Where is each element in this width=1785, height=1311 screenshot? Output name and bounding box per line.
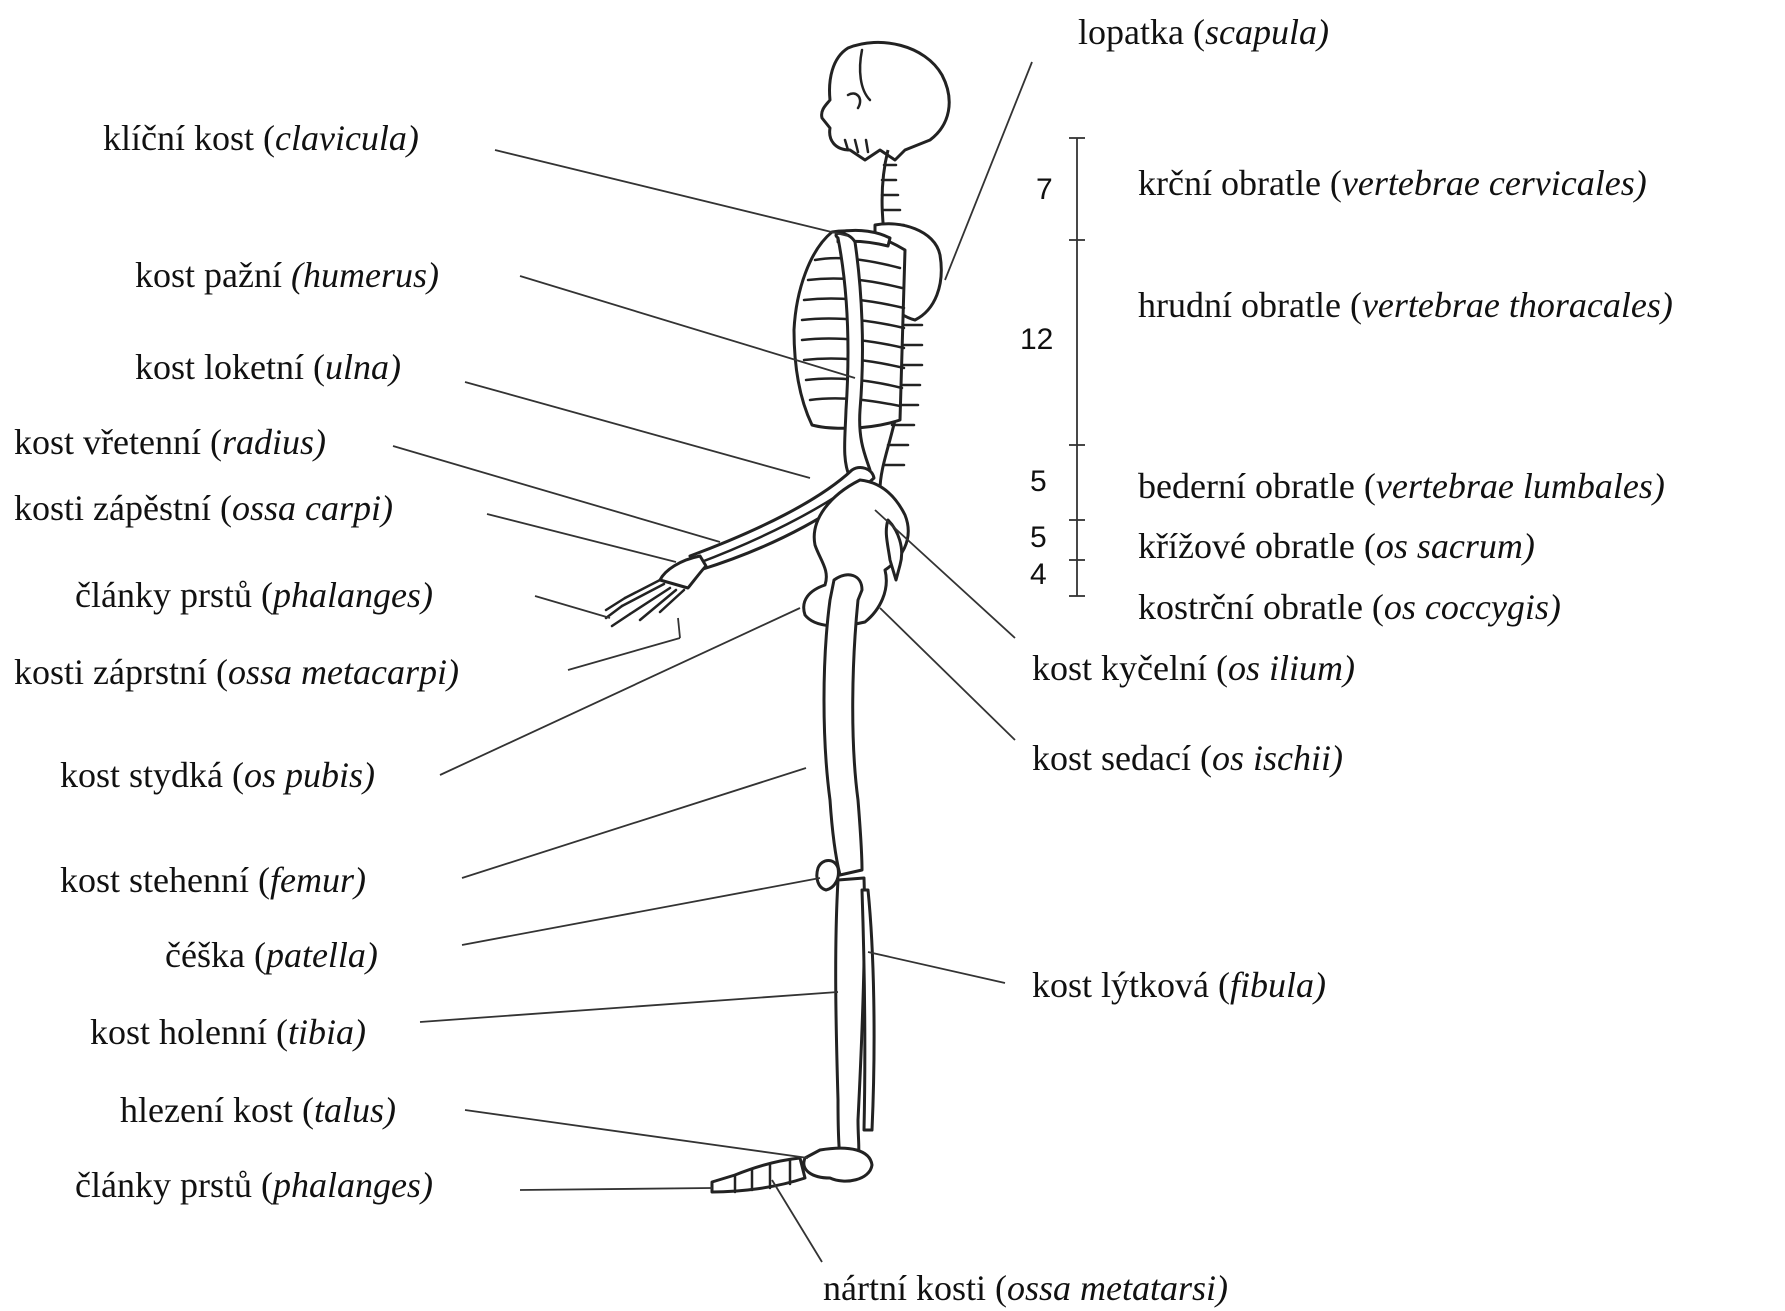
label-scapula: lopatka (scapula) xyxy=(1078,12,1329,52)
count-sacral: 5 xyxy=(1030,523,1047,553)
label-phalanges-hand: články prstů (phalanges) xyxy=(75,575,433,615)
count-coccygeal: 4 xyxy=(1030,560,1047,590)
label-talus: hlezení kost (talus) xyxy=(120,1090,396,1130)
label-phalanges-foot: články prstů (phalanges) xyxy=(75,1165,433,1205)
patella xyxy=(817,861,839,891)
label-coccygis: kostrční obratle (os coccygis) xyxy=(1138,587,1561,627)
label-metacarpi: kosti záprstní (ossa metacarpi) xyxy=(14,652,459,692)
fibula xyxy=(862,890,874,1130)
label-fibula: kost lýtková (fibula) xyxy=(1032,965,1326,1005)
femur xyxy=(824,575,862,875)
label-pubis: kost stydká (os pubis) xyxy=(60,755,375,795)
label-clavicula: klíční kost (clavicula) xyxy=(103,118,419,158)
label-cervicales: krční obratle (vertebrae cervicales) xyxy=(1138,163,1647,203)
label-tibia: kost holenní (tibia) xyxy=(90,1012,366,1052)
leader-lines xyxy=(393,62,1032,1262)
label-ilium: kost kyčelní (os ilium) xyxy=(1032,648,1355,688)
tibia xyxy=(836,878,865,1160)
count-lumbar: 5 xyxy=(1030,467,1047,497)
label-lumbales: bederní obratle (vertebrae lumbales) xyxy=(1138,466,1665,506)
label-humerus: kost pažní (humerus) xyxy=(135,255,439,295)
label-ischii: kost sedací (os ischii) xyxy=(1032,738,1343,778)
label-sacrum: křížové obratle (os sacrum) xyxy=(1138,526,1535,566)
label-carpi: kosti zápěstní (ossa carpi) xyxy=(14,488,393,528)
skull xyxy=(822,42,950,160)
count-cervical: 7 xyxy=(1036,175,1053,205)
label-ulna: kost loketní (ulna) xyxy=(135,347,401,387)
label-metatarsi: nártní kosti (ossa metatarsi) xyxy=(823,1268,1228,1308)
vertebra-scale xyxy=(1069,138,1085,596)
hand xyxy=(606,556,706,626)
label-femur: kost stehenní (femur) xyxy=(60,860,366,900)
label-radius: kost vřetenní (radius) xyxy=(14,422,326,462)
label-thoracales: hrudní obratle (vertebrae thoracales) xyxy=(1138,285,1673,325)
count-thoracic: 12 xyxy=(1020,325,1053,355)
foot xyxy=(712,1148,872,1192)
label-patella: čéška (patella) xyxy=(165,935,378,975)
